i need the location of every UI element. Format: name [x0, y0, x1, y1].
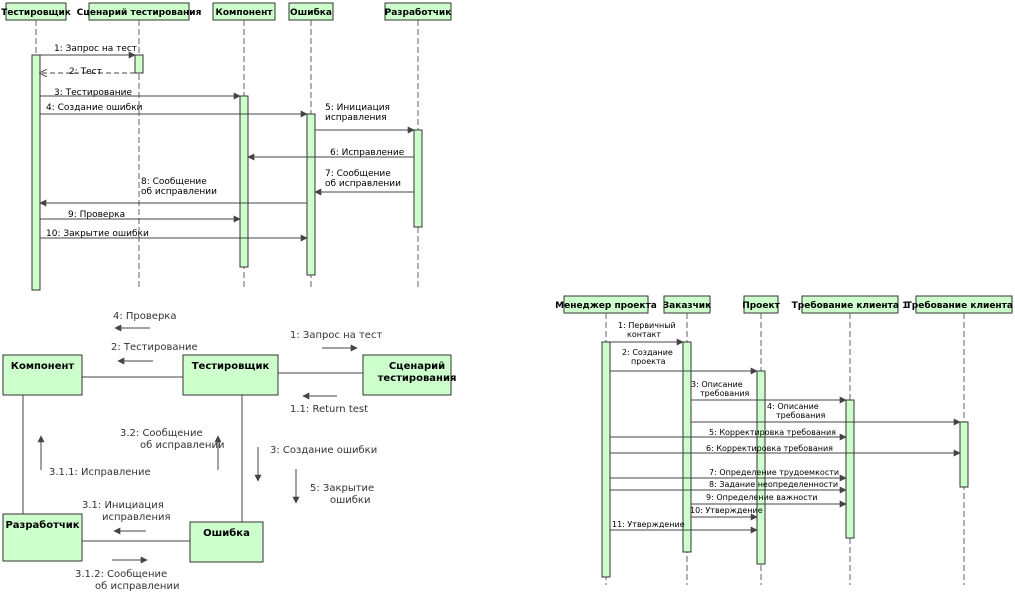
sequence-diagram-testing: Тестировщик Сценарий тестирования Компонен…: [1, 2, 452, 291]
lifeline-developer: Разработчик: [384, 2, 452, 21]
message-label-m10: 10: Закрытие ошибки: [46, 229, 149, 239]
message-label-n8: 8: Задание неопределенности: [709, 480, 838, 489]
activation-bar: [31, 54, 41, 291]
activation-bar: [682, 341, 692, 553]
message-label-n7: 7: Определение трудоемкости: [709, 468, 839, 477]
message-label-m6: 6: Исправление: [330, 148, 405, 158]
collab-label-c2: 2: Тестирование: [111, 342, 198, 353]
lifeline-customer: Заказчик: [663, 295, 711, 314]
message-label-m2: 2: Тест: [69, 67, 102, 77]
lifeline-label: Компонент: [215, 8, 273, 18]
collab-label-c4: 4: Проверка: [113, 311, 176, 322]
lifeline-label: Требование клиента 2: [906, 300, 1015, 311]
lifeline-label: Заказчик: [663, 301, 711, 311]
lifeline-tester: Тестировщик: [1, 2, 71, 21]
lifeline-label: Тестировщик: [1, 8, 71, 18]
activation-bar: [959, 421, 969, 488]
activation-bar: [845, 399, 855, 539]
collab-label-c1: 1: Запрос на тест: [290, 330, 382, 341]
object-label: Тестировщик: [192, 361, 270, 372]
activation-bar: [601, 341, 611, 578]
lifeline-label: Ошибка: [290, 7, 332, 18]
message-label-n9: 9: Определение важности: [706, 493, 817, 502]
object-developer: Разработчик: [2, 513, 83, 562]
activation-bar: [306, 113, 316, 276]
object-component: Компонент: [2, 354, 83, 396]
lifeline-project: Проект: [742, 295, 781, 314]
object-label: Разработчик: [5, 519, 79, 531]
lifeline-label: Требование клиента 1: [792, 300, 909, 311]
lifeline-req2: Требование клиента 2: [906, 295, 1015, 314]
activation-bar: [239, 95, 249, 268]
object-bug: Ошибка: [189, 521, 264, 563]
lifeline-label: Разработчик: [385, 7, 452, 18]
lifeline-req1: Требование клиента 1: [792, 295, 909, 314]
message-label-m9: 9: Проверка: [68, 210, 125, 220]
activation-bar: [756, 370, 766, 565]
collab-label-c11: 1.1: Return test: [290, 404, 368, 415]
lifeline-scenario: Сценарий тестирования: [77, 2, 202, 21]
message-label-n5: 5: Корректировка требования: [709, 428, 836, 437]
message-label-m1: 1: Запрос на тест: [54, 44, 137, 54]
collab-label-c3: 3: Создание ошибки: [270, 445, 377, 456]
message-label-n11: 11: Утверждение: [612, 520, 685, 529]
activation-bar: [413, 129, 423, 228]
activation-bar: [134, 54, 144, 74]
lifeline-label: Проект: [742, 301, 780, 311]
object-label: Ошибка: [203, 527, 250, 539]
lifeline-label: Менеджер проекта: [555, 301, 657, 311]
message-label-n10: 10: Утверждение: [690, 506, 763, 515]
collab-label-c311: 3.1.1: Исправление: [49, 467, 151, 478]
object-label: Компонент: [11, 361, 75, 372]
message-label-m4: 4: Создание ошибки: [46, 103, 143, 113]
lifeline-label: Сценарий тестирования: [77, 8, 202, 18]
object-tester: Тестировщик: [182, 354, 279, 396]
message-label-m3: 3: Тестирование: [54, 88, 132, 98]
sequence-diagram-requirements: Менеджер проекта Заказчик Проект Требование…: [555, 295, 1015, 585]
lifeline-component: Компонент: [212, 2, 276, 21]
lifeline-pm: Менеджер проекта: [555, 295, 657, 314]
lifeline-bug: Ошибка: [288, 2, 334, 21]
message-label-n6: 6: Корректировка требования: [706, 444, 833, 453]
